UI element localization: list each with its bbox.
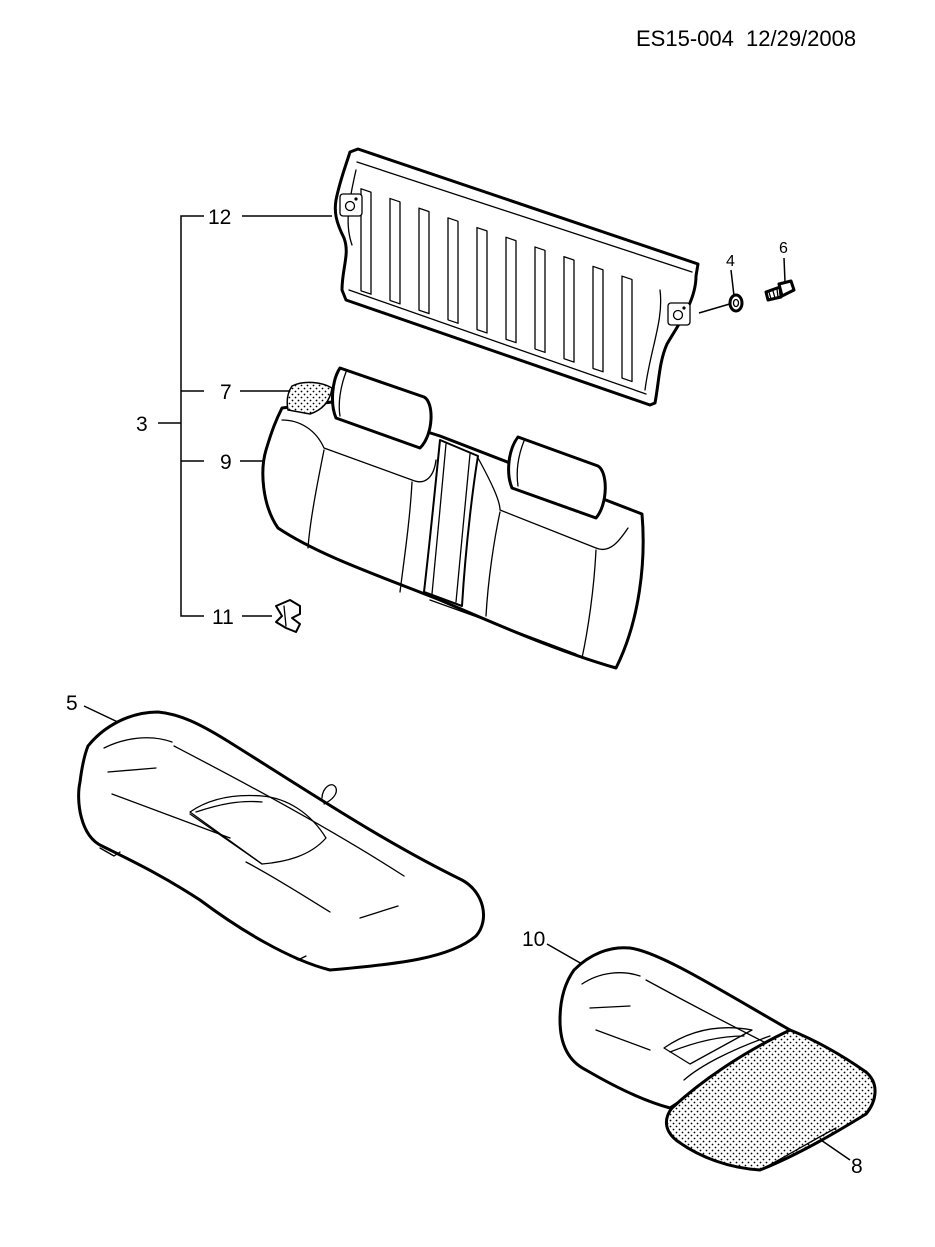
- callout-7: 7: [220, 381, 232, 404]
- part-8-cushion-foam: [665, 1028, 877, 1172]
- panel-rib-slots: [360, 188, 633, 383]
- callout-4: 4: [726, 253, 735, 270]
- callout-9: 9: [220, 451, 232, 474]
- part-12-seat-back-panel: [333, 147, 700, 407]
- part-4-nut: [728, 293, 744, 313]
- part-10-cushion-cover: [558, 946, 792, 1110]
- diagram-reference-code: ES15-004: [636, 26, 734, 51]
- callout-6: 6: [779, 240, 788, 257]
- panel-mount-tab-left: [339, 193, 363, 217]
- part-9-seat-back-cover: [261, 366, 645, 670]
- part-6-bolt: [764, 279, 796, 302]
- callout-8: 8: [851, 1155, 863, 1178]
- part-7-foam-pad: [286, 381, 333, 415]
- diagram-date: 12/29/2008: [746, 26, 856, 51]
- assembly-bracket: [158, 215, 204, 617]
- callout-5: 5: [66, 692, 78, 715]
- part-5-seat-cushion: [77, 710, 485, 972]
- part-11-clip: [275, 599, 301, 633]
- callout-12: 12: [208, 206, 231, 229]
- headrest-left: [331, 366, 433, 450]
- callout-3: 3: [136, 413, 148, 436]
- panel-mount-tab-right: [667, 302, 691, 326]
- leader-lines: [83, 215, 851, 1161]
- headrest-right: [507, 435, 607, 520]
- callout-10: 10: [522, 928, 545, 951]
- callout-11: 11: [212, 606, 234, 629]
